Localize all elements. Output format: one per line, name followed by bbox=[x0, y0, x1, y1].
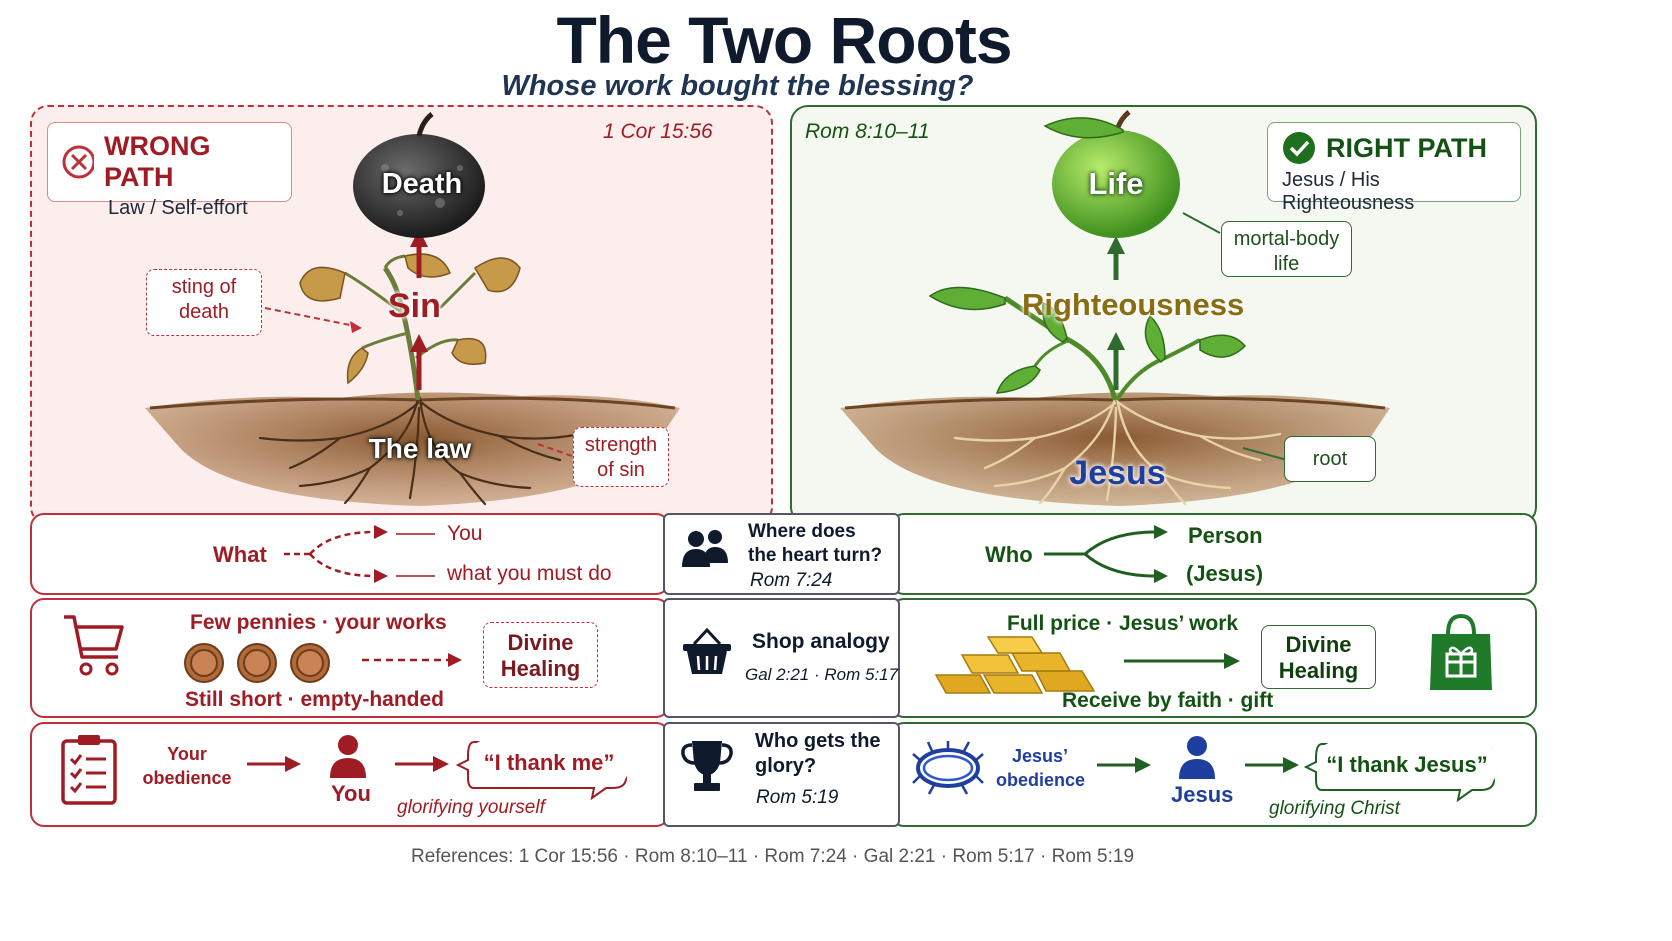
the-law-label: The law bbox=[368, 433, 472, 464]
right-path-subtitle: Jesus / His Righteousness bbox=[1282, 169, 1415, 214]
i-thank-me-bubble: “I thank me” bbox=[470, 740, 628, 786]
mortal-body-life-tag: mortal-body life bbox=[1221, 221, 1352, 277]
wrong-path-subtitle: Law / Self-effort bbox=[108, 197, 248, 219]
i-thank-jesus-bubble: “I thank Jesus” bbox=[1318, 742, 1496, 788]
clipboard-checklist-icon bbox=[61, 735, 117, 805]
jesus-branch-label: (Jesus) bbox=[1186, 561, 1264, 586]
row1-right-box bbox=[890, 513, 1537, 595]
what-branch-arrows bbox=[284, 525, 435, 583]
gold-bars-icon bbox=[934, 636, 1096, 694]
red-arrow-1 bbox=[247, 756, 301, 772]
heart-turn-reference: Rom 7:24 bbox=[750, 570, 833, 591]
person-branch-label: Person bbox=[1188, 523, 1263, 548]
check-circle-icon bbox=[1283, 132, 1315, 164]
dashed-arrow bbox=[362, 653, 462, 667]
person-icon bbox=[1179, 736, 1215, 779]
red-arrow-2 bbox=[395, 756, 449, 772]
wrong-path-reference: 1 Cor 15:56 bbox=[603, 120, 713, 143]
root-tag: root bbox=[1284, 436, 1376, 482]
your-obedience-label: Your obedience bbox=[142, 744, 232, 788]
full-price-label: Full price · Jesus’ work bbox=[1007, 612, 1239, 635]
person-icon bbox=[330, 735, 366, 778]
dead-plant-illustration bbox=[145, 112, 680, 506]
who-branch-arrows bbox=[1044, 525, 1168, 583]
you-person-label: You bbox=[331, 781, 371, 806]
wrong-path-label-box: WRONG PATH Law / Self-effort bbox=[47, 122, 292, 219]
wrong-path-title: WRONG PATH bbox=[104, 131, 211, 192]
death-label: Death bbox=[381, 168, 463, 200]
gift-bag-icon bbox=[1430, 613, 1492, 690]
x-circle-icon bbox=[62, 145, 95, 179]
heart-turn-question: Where does the heart turn? bbox=[748, 521, 883, 566]
what-label: What bbox=[213, 542, 267, 567]
jesus-root-label: Jesus bbox=[1069, 454, 1166, 492]
glory-reference: Rom 5:19 bbox=[756, 787, 839, 808]
glorifying-christ-label: glorifying Christ bbox=[1269, 798, 1400, 819]
strength-of-sin-tag: strength of sin bbox=[573, 427, 669, 487]
glorifying-yourself-label: glorifying yourself bbox=[397, 797, 545, 818]
green-arrow-1 bbox=[1097, 757, 1151, 773]
right-path-title: RIGHT PATH bbox=[1326, 132, 1487, 163]
row1-left-box bbox=[30, 513, 670, 595]
right-path-reference: Rom 8:10–11 bbox=[805, 120, 930, 143]
who-gets-glory-question: Who gets the glory? bbox=[755, 730, 881, 777]
shopping-cart-icon bbox=[64, 615, 124, 676]
page-subtitle: Whose work bought the blessing? bbox=[501, 70, 974, 102]
jesus-person-label: Jesus bbox=[1171, 782, 1234, 807]
sting-of-death-tag: sting of death bbox=[146, 269, 262, 336]
green-arrow-2 bbox=[1245, 757, 1299, 773]
row3-middle-box bbox=[663, 722, 900, 827]
divine-healing-right-tag: Divine Healing bbox=[1261, 625, 1376, 689]
shop-analogy-reference: Gal 2:21 · Rom 5:17 bbox=[745, 665, 899, 684]
living-plant-illustration bbox=[840, 110, 1390, 506]
you-branch-label: You bbox=[447, 522, 483, 545]
still-short-label: Still short · empty-handed bbox=[185, 688, 445, 711]
crown-of-thorns-icon bbox=[912, 741, 984, 795]
right-path-label-box: RIGHT PATH Jesus / His Righteousness bbox=[1267, 122, 1521, 214]
what-you-must-do-label: what you must do bbox=[447, 562, 612, 585]
receive-by-faith-label: Receive by faith · gift bbox=[1062, 689, 1274, 712]
jesus-obedience-label: Jesus’ obedience bbox=[996, 746, 1086, 790]
righteousness-label: Righteousness bbox=[1022, 287, 1245, 322]
who-label: Who bbox=[985, 542, 1033, 567]
shop-analogy-title: Shop analogy bbox=[752, 630, 890, 653]
sin-label: Sin bbox=[388, 287, 441, 325]
references-footer: References: 1 Cor 15:56 · Rom 8:10–11 · … bbox=[410, 846, 1135, 867]
green-arrow bbox=[1124, 653, 1240, 669]
basket-icon bbox=[683, 628, 731, 674]
coin-icon bbox=[184, 643, 330, 683]
life-label: Life bbox=[1088, 166, 1144, 201]
divine-healing-wrong-tag: Divine Healing bbox=[483, 622, 598, 688]
people-icon bbox=[682, 530, 728, 567]
trophy-icon bbox=[681, 741, 733, 791]
page-title: The Two Roots bbox=[556, 3, 1012, 77]
few-pennies-label: Few pennies · your works bbox=[190, 611, 447, 634]
